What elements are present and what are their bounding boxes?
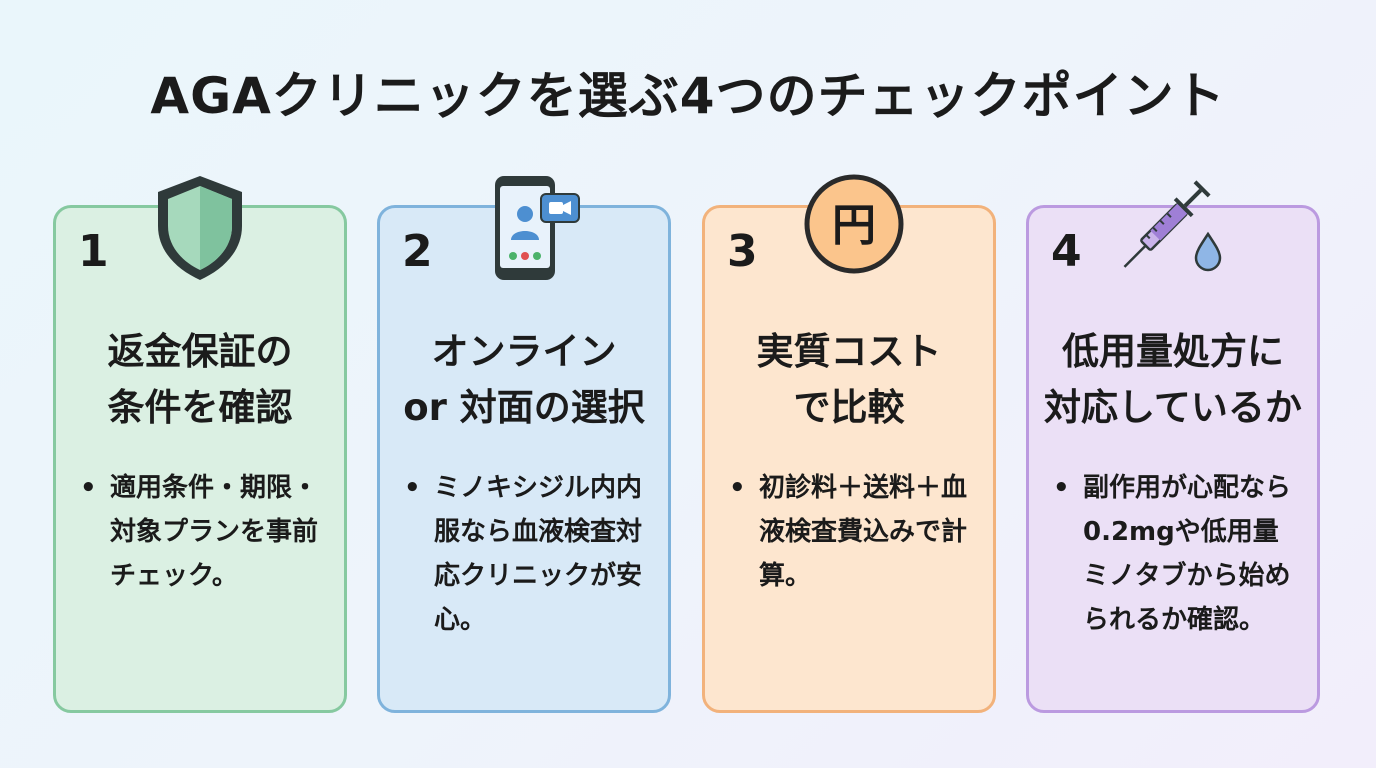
card-heading-line1: 返金保証の [107, 330, 293, 373]
card-heading: 実質コスト で比較 [705, 324, 993, 436]
card-heading-line2: 条件を確認 [107, 386, 293, 429]
checkpoint-card-1: 1 返金保証の 条件を確認 • 適用条件・期限・対象プランを事前チェック。 [53, 205, 347, 713]
checkpoint-card-3: 3 実質コスト で比較 • 初診料＋送料＋血液検査費込みで計算。 [702, 205, 996, 713]
bullet-dot: • [80, 473, 97, 503]
smartphone-video-call-icon [495, 176, 580, 280]
card-heading-line2: で比較 [793, 386, 905, 429]
yen-coin-icon: 円 [804, 174, 904, 274]
card-bullet-text: ミノキシジル内内服なら血液検査対応クリニックが安心。 [434, 473, 643, 635]
card-number: 1 [78, 226, 109, 277]
bullet-dot: • [729, 473, 746, 503]
yen-coin-text: 円 [832, 200, 876, 251]
syringe-drop-icon [1123, 180, 1222, 272]
card-heading-line1: 低用量処方に [1062, 330, 1284, 373]
card-heading: 低用量処方に 対応しているか [1029, 324, 1317, 436]
card-number: 3 [727, 226, 758, 277]
card-heading: オンライン or 対面の選択 [380, 324, 668, 436]
card-heading-line1: 実質コスト [756, 330, 942, 373]
page-title: AGAクリニックを選ぶ4つのチェックポイント [150, 67, 1226, 125]
card-bullet-text: 副作用が心配なら0.2mgや低用量ミノタブから始められるか確認。 [1083, 473, 1292, 635]
card-number: 4 [1051, 226, 1082, 277]
bullet-dot: • [1053, 473, 1070, 503]
checkpoint-card-4: 4 低用量処方に 対応しているか • 副作用が心配なら0.2mgや低用量ミノタブ… [1026, 205, 1320, 713]
card-number: 2 [402, 226, 433, 277]
bullet-dot: • [404, 473, 421, 503]
card-bullet: • 副作用が心配なら0.2mgや低用量ミノタブから始められるか確認。 [1053, 466, 1303, 642]
card-bullet: • 初診料＋送料＋血液検査費込みで計算。 [729, 466, 979, 598]
checkpoint-card-2: 2 オンライン or 対面の選択 • ミノキシジル内内服なら血液検査対応クリニッ… [377, 205, 671, 713]
card-heading: 返金保証の 条件を確認 [56, 324, 344, 436]
shield-icon [158, 176, 242, 280]
card-bullet-text: 適用条件・期限・対象プランを事前チェック。 [110, 473, 319, 591]
card-bullet: • ミノキシジル内内服なら血液検査対応クリニックが安心。 [404, 466, 654, 642]
card-heading-line1: オンライン [431, 330, 617, 373]
card-bullet: • 適用条件・期限・対象プランを事前チェック。 [80, 466, 330, 598]
card-heading-line2: or 対面の選択 [403, 386, 645, 429]
card-bullet-text: 初診料＋送料＋血液検査費込みで計算。 [759, 473, 968, 591]
card-heading-line2: 対応しているか [1044, 386, 1302, 429]
